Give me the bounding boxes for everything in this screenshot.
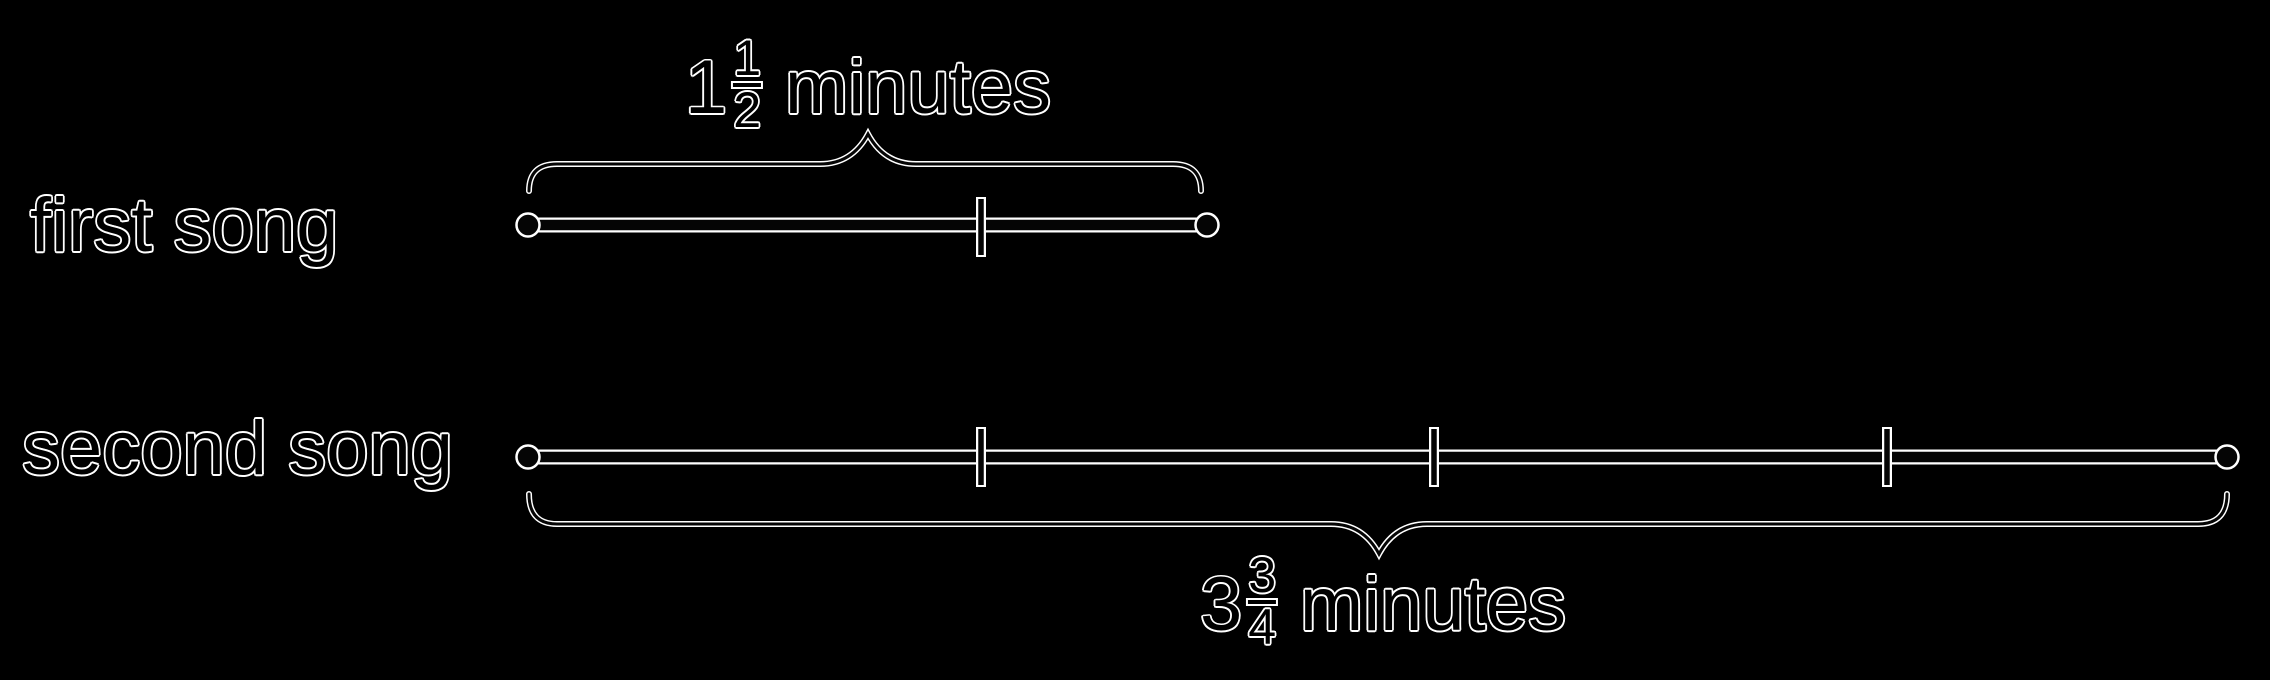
- fraction-numerator: 3: [1248, 547, 1277, 604]
- brace-ink: [527, 130, 1203, 193]
- duration-unit: minutes: [784, 45, 1052, 131]
- fraction-bar: [1248, 599, 1277, 604]
- duration-whole-number: 1: [684, 45, 728, 131]
- second-song-brace: [526, 491, 2230, 561]
- fraction-denominator: 4: [1248, 598, 1277, 655]
- second-song-start-dot: [515, 444, 541, 470]
- fraction-numerator: 1: [733, 30, 762, 87]
- first-song-brace: [526, 127, 1204, 194]
- duration-unit: minutes: [1299, 562, 1567, 648]
- second-song-end-dot: [2214, 444, 2240, 470]
- fraction-bar: [733, 82, 762, 87]
- brace-ink: [527, 492, 2229, 558]
- second-song-label: second song: [22, 406, 453, 491]
- first-song-start-dot: [515, 212, 541, 238]
- fraction-denominator: 2: [733, 81, 762, 138]
- duration-whole-number: 3: [1199, 562, 1243, 648]
- first-song-end-dot: [1194, 212, 1220, 238]
- first-song-label: first song: [30, 183, 339, 268]
